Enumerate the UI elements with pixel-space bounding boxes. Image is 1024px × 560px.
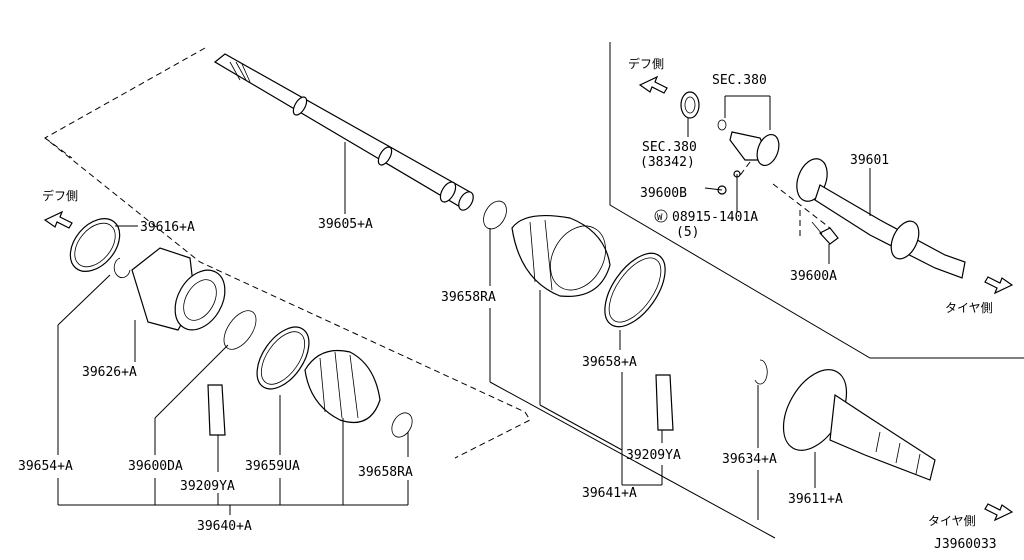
clip-39658RA-lower: [391, 412, 413, 438]
label-39600DA: 39600DA: [128, 459, 183, 474]
label-39659UA: 39659UA: [245, 459, 300, 474]
label-39616: 39616+A: [140, 220, 195, 235]
assembly-dashed-box: [44, 47, 531, 459]
inset-frame: [609, 42, 1024, 359]
label-39611: 39611+A: [788, 492, 843, 507]
label-diff-side-left: デフ側: [42, 188, 78, 203]
boot-outer: [511, 214, 611, 298]
clip-39634: [754, 359, 768, 385]
label-39209YA-right: 39209YA: [626, 448, 681, 463]
label-diff-side-inset: デフ側: [628, 56, 664, 71]
shaft-39605: [213, 53, 474, 211]
label-39658RA-top: 39658RA: [441, 290, 496, 305]
leader-lines: [57, 142, 816, 539]
band-39659UA: [256, 326, 310, 390]
label-39601: 39601: [850, 153, 889, 168]
label-39634: 39634+A: [722, 452, 777, 467]
label-39654: 39654+A: [18, 459, 73, 474]
label-39600A: 39600A: [790, 269, 837, 284]
label-39641: 39641+A: [582, 486, 637, 501]
label-39209YA-left: 39209YA: [180, 479, 235, 494]
label-sec380-mid: SEC.380: [642, 140, 697, 155]
bolt-symbol-circle: [654, 209, 668, 223]
ring-39616: [69, 218, 121, 272]
label-39600B: 39600B: [640, 186, 687, 201]
label-sec380-sub: (38342): [640, 155, 695, 170]
flange-sec380: [717, 119, 780, 167]
label-39640: 39640+A: [197, 519, 252, 534]
shaft-39601: [796, 158, 966, 279]
label-39658RA-bottom: 39658RA: [358, 465, 413, 480]
bolt-39600A: [811, 221, 839, 245]
boot-inner: [304, 349, 381, 424]
label-tire-side-inset: タイヤ側: [945, 301, 993, 315]
arrow-tire-inset: [984, 276, 1014, 295]
arrow-diff-inset: [638, 75, 668, 94]
clip-39600DA: [223, 310, 257, 350]
label-39626: 39626+A: [82, 365, 137, 380]
inset-leaders: [687, 95, 871, 264]
clip-39654: [113, 257, 131, 278]
seal-sec380: [680, 91, 700, 119]
diagram-id: J3960033: [934, 537, 997, 552]
label-bolt-qty: (5): [676, 225, 699, 240]
label-bolt-prefix: W: [657, 213, 663, 223]
housing-39626: [131, 247, 226, 331]
grease-39209YA-right: [655, 374, 674, 431]
grease-39209YA-left: [207, 384, 226, 436]
label-tire-side-bottom: タイヤ側: [928, 514, 976, 528]
label-39658A: 39658+A: [582, 355, 637, 370]
joint-39611: [782, 369, 936, 481]
band-39658A: [604, 252, 666, 328]
clip-39658RA-upper: [483, 200, 507, 230]
label-bolt-number: 08915-1401A: [672, 210, 758, 225]
arrow-tire-bottom: [984, 503, 1014, 522]
label-39605: 39605+A: [318, 217, 373, 232]
label-sec380-top: SEC.380: [712, 73, 767, 88]
arrow-diff-left: [43, 210, 73, 229]
